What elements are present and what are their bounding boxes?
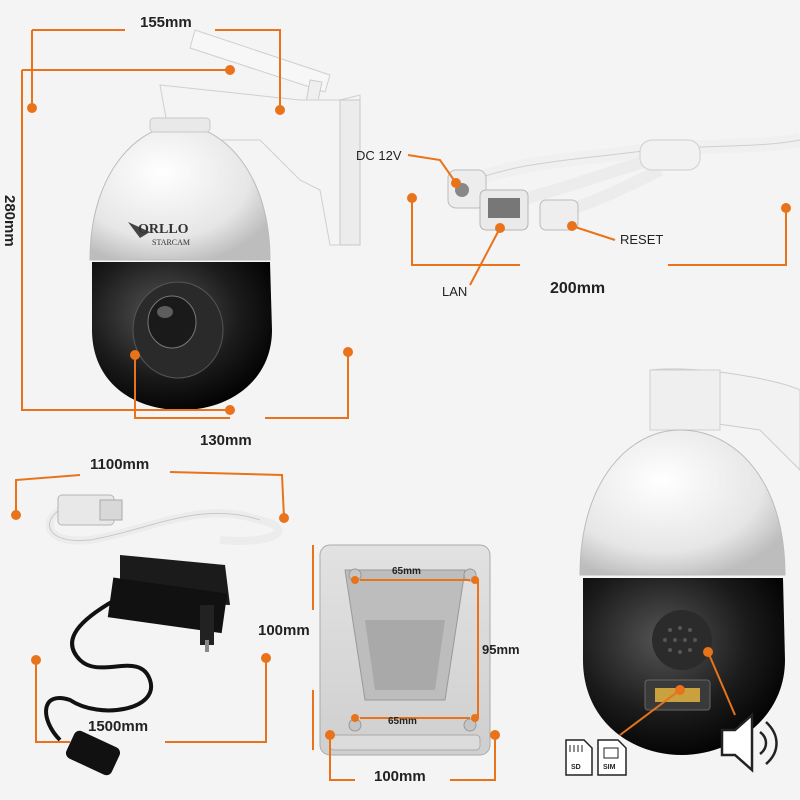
dc-label: DC 12V <box>356 148 402 163</box>
height-label: 280mm <box>1 195 18 247</box>
cable-assembly <box>447 133 800 231</box>
sim-label: SIM <box>603 764 616 771</box>
reset-label: RESET <box>620 232 664 247</box>
power-adapter <box>44 555 230 776</box>
lan-label: LAN <box>442 284 468 299</box>
camera-front-view <box>89 29 361 410</box>
brand-logo: ORLLO <box>138 222 189 237</box>
dome-width-label: 130mm <box>200 432 252 449</box>
hole-spacing-bottom-label: 65mm <box>388 716 417 727</box>
lan-cable <box>45 494 283 545</box>
sim-card-icon <box>597 739 627 776</box>
top-width-label: 155mm <box>140 14 192 31</box>
power-cable-length-label: 1500mm <box>88 718 149 735</box>
dimension-lines <box>15 29 787 781</box>
box-height-label: 100mm <box>258 622 310 639</box>
hole-spacing-top-label: 65mm <box>392 566 421 577</box>
speaker-icon <box>720 712 778 773</box>
cable-length-label: 200mm <box>550 280 606 297</box>
hole-spacing-vertical-label: 95mm <box>482 642 520 657</box>
camera-rear-view <box>579 368 800 755</box>
sd-label: SD <box>571 764 581 771</box>
dimension-endpoints <box>11 65 791 740</box>
lan-cable-length-label: 1100mm <box>90 456 150 473</box>
sd-card-icon <box>565 739 593 776</box>
box-width-label: 100mm <box>374 768 426 785</box>
brand-sub: STARCAM <box>152 238 191 247</box>
junction-box <box>319 544 491 756</box>
